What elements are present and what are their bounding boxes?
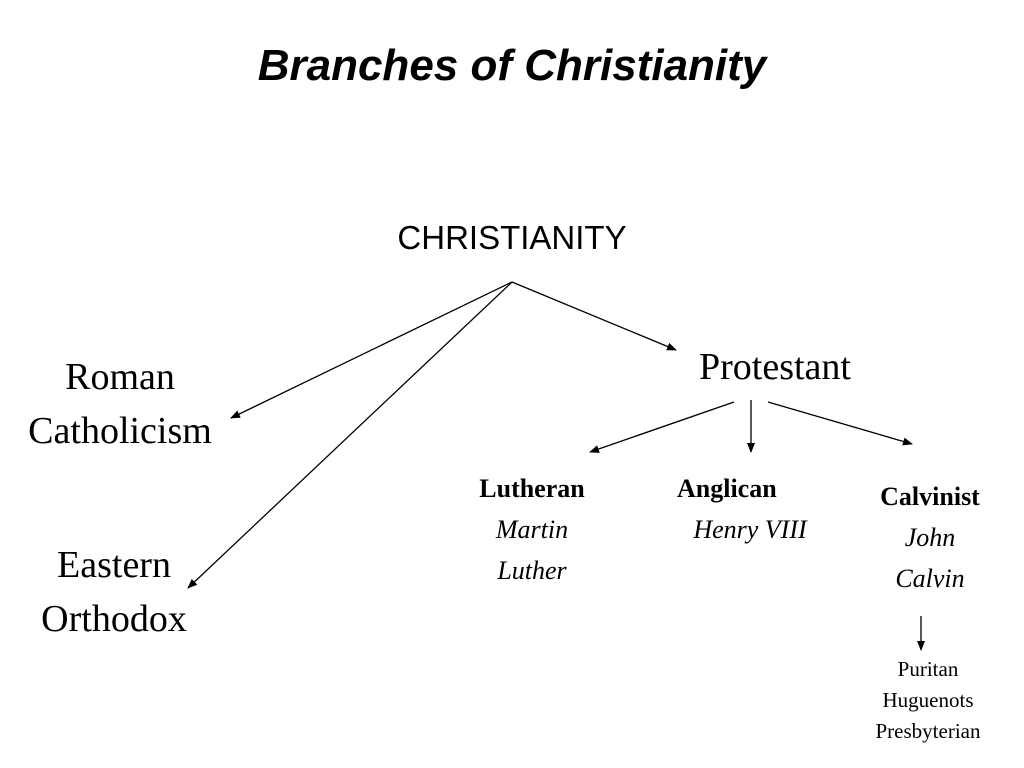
arrow-to-protestant <box>511 281 677 351</box>
arrow-to-roman-catholicism <box>230 281 513 419</box>
node-protestant: Protestant <box>699 346 851 388</box>
offshoot-presbyterian: Presbyterian <box>875 719 981 743</box>
node-calvinist: Calvinist John Calvin <box>840 476 1020 599</box>
calvinist-founder-line-2: Calvin <box>895 564 965 593</box>
anglican-name: Anglican <box>677 474 777 503</box>
node-roman-catholicism: Roman Catholicism <box>0 350 240 458</box>
node-eastern-orthodox-line-2: Orthodox <box>41 598 187 640</box>
lutheran-founder-line-2: Luther <box>497 556 567 585</box>
offshoot-puritan: Puritan <box>897 657 959 681</box>
calvinist-name: Calvinist <box>880 482 980 511</box>
calvinist-founder-line-1: John <box>904 523 956 552</box>
lutheran-name: Lutheran <box>479 474 585 503</box>
arrow-to-eastern-orthodox <box>187 281 513 589</box>
arrow-to-calvinist <box>767 401 913 446</box>
node-lutheran: Lutheran Martin Luther <box>442 468 622 591</box>
node-eastern-orthodox: Eastern Orthodox <box>0 538 228 646</box>
arrow-to-lutheran <box>589 401 735 453</box>
node-christianity: CHRISTIANITY <box>397 219 627 256</box>
node-eastern-orthodox-line-1: Eastern <box>57 544 171 586</box>
lutheran-founder-line-1: Martin <box>495 515 569 544</box>
anglican-founder: Henry VIII <box>693 515 807 544</box>
node-calvinist-offshoots: Puritan Huguenots Presbyterian <box>848 654 1008 747</box>
node-roman-catholicism-line-2: Catholicism <box>28 410 212 452</box>
slide-title: Branches of Christianity <box>257 41 767 90</box>
node-roman-catholicism-line-1: Roman <box>65 356 175 398</box>
offshoot-huguenots: Huguenots <box>882 688 974 712</box>
node-anglican: Anglican Henry VIII <box>660 468 840 550</box>
